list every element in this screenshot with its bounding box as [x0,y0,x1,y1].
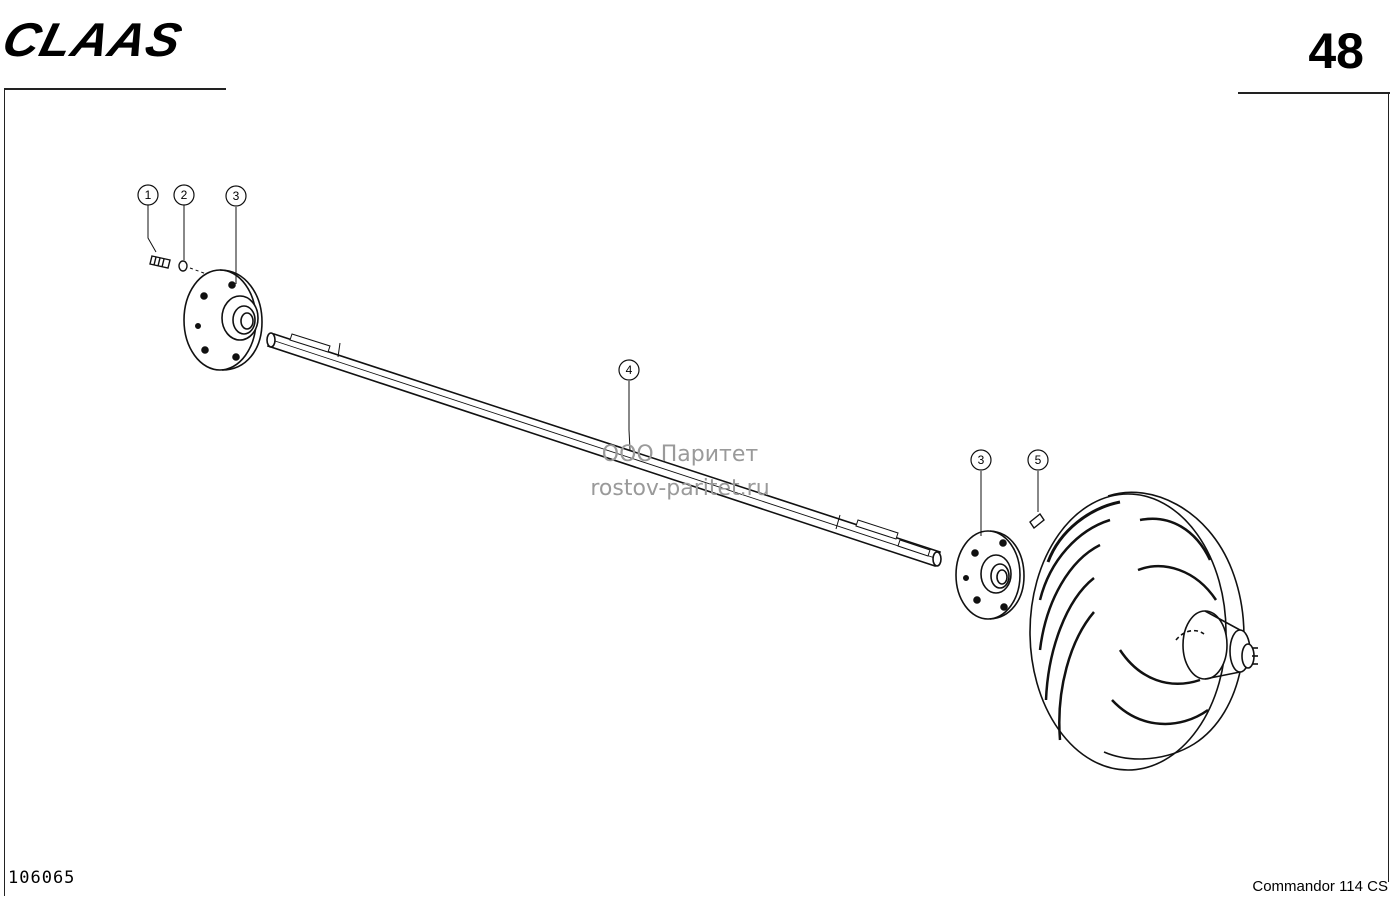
callout-5: 5 [1027,449,1049,471]
watermark: ООО Паритет rostov-paritet.ru [545,438,815,506]
part-bolt [149,255,171,269]
frame-left-border [4,88,5,896]
callout-2: 2 [173,184,195,206]
page-number: 48 [1308,23,1364,79]
drum-assembly [1029,491,1258,771]
svg-text:4: 4 [626,363,633,377]
svg-text:2: 2 [181,188,188,202]
callout-leaders [147,205,1039,536]
part-flange-bearing-right [955,530,1025,620]
callout-3-left: 3 [225,185,247,207]
part-washer [178,260,188,272]
svg-text:3: 3 [978,453,985,467]
model-name: Commandor 114 CS [1252,878,1388,895]
part-grease-nipple [1029,512,1045,530]
svg-text:5: 5 [1035,453,1042,467]
callout-3-right: 3 [970,449,992,471]
callout-1: 1 [137,184,159,206]
svg-text:1: 1 [145,188,152,202]
drawing-number: 106065 [8,868,76,888]
header-rule-left [4,88,226,90]
callout-4: 4 [618,359,640,381]
part-flange-bearing-left [183,269,263,371]
watermark-company: ООО Паритет [601,442,759,467]
frame-right-border [1388,92,1389,882]
header-rule-right [1238,92,1390,94]
part-shaft [266,332,942,568]
watermark-url: rostov-paritet.ru [590,476,770,501]
svg-text:3: 3 [233,189,240,203]
